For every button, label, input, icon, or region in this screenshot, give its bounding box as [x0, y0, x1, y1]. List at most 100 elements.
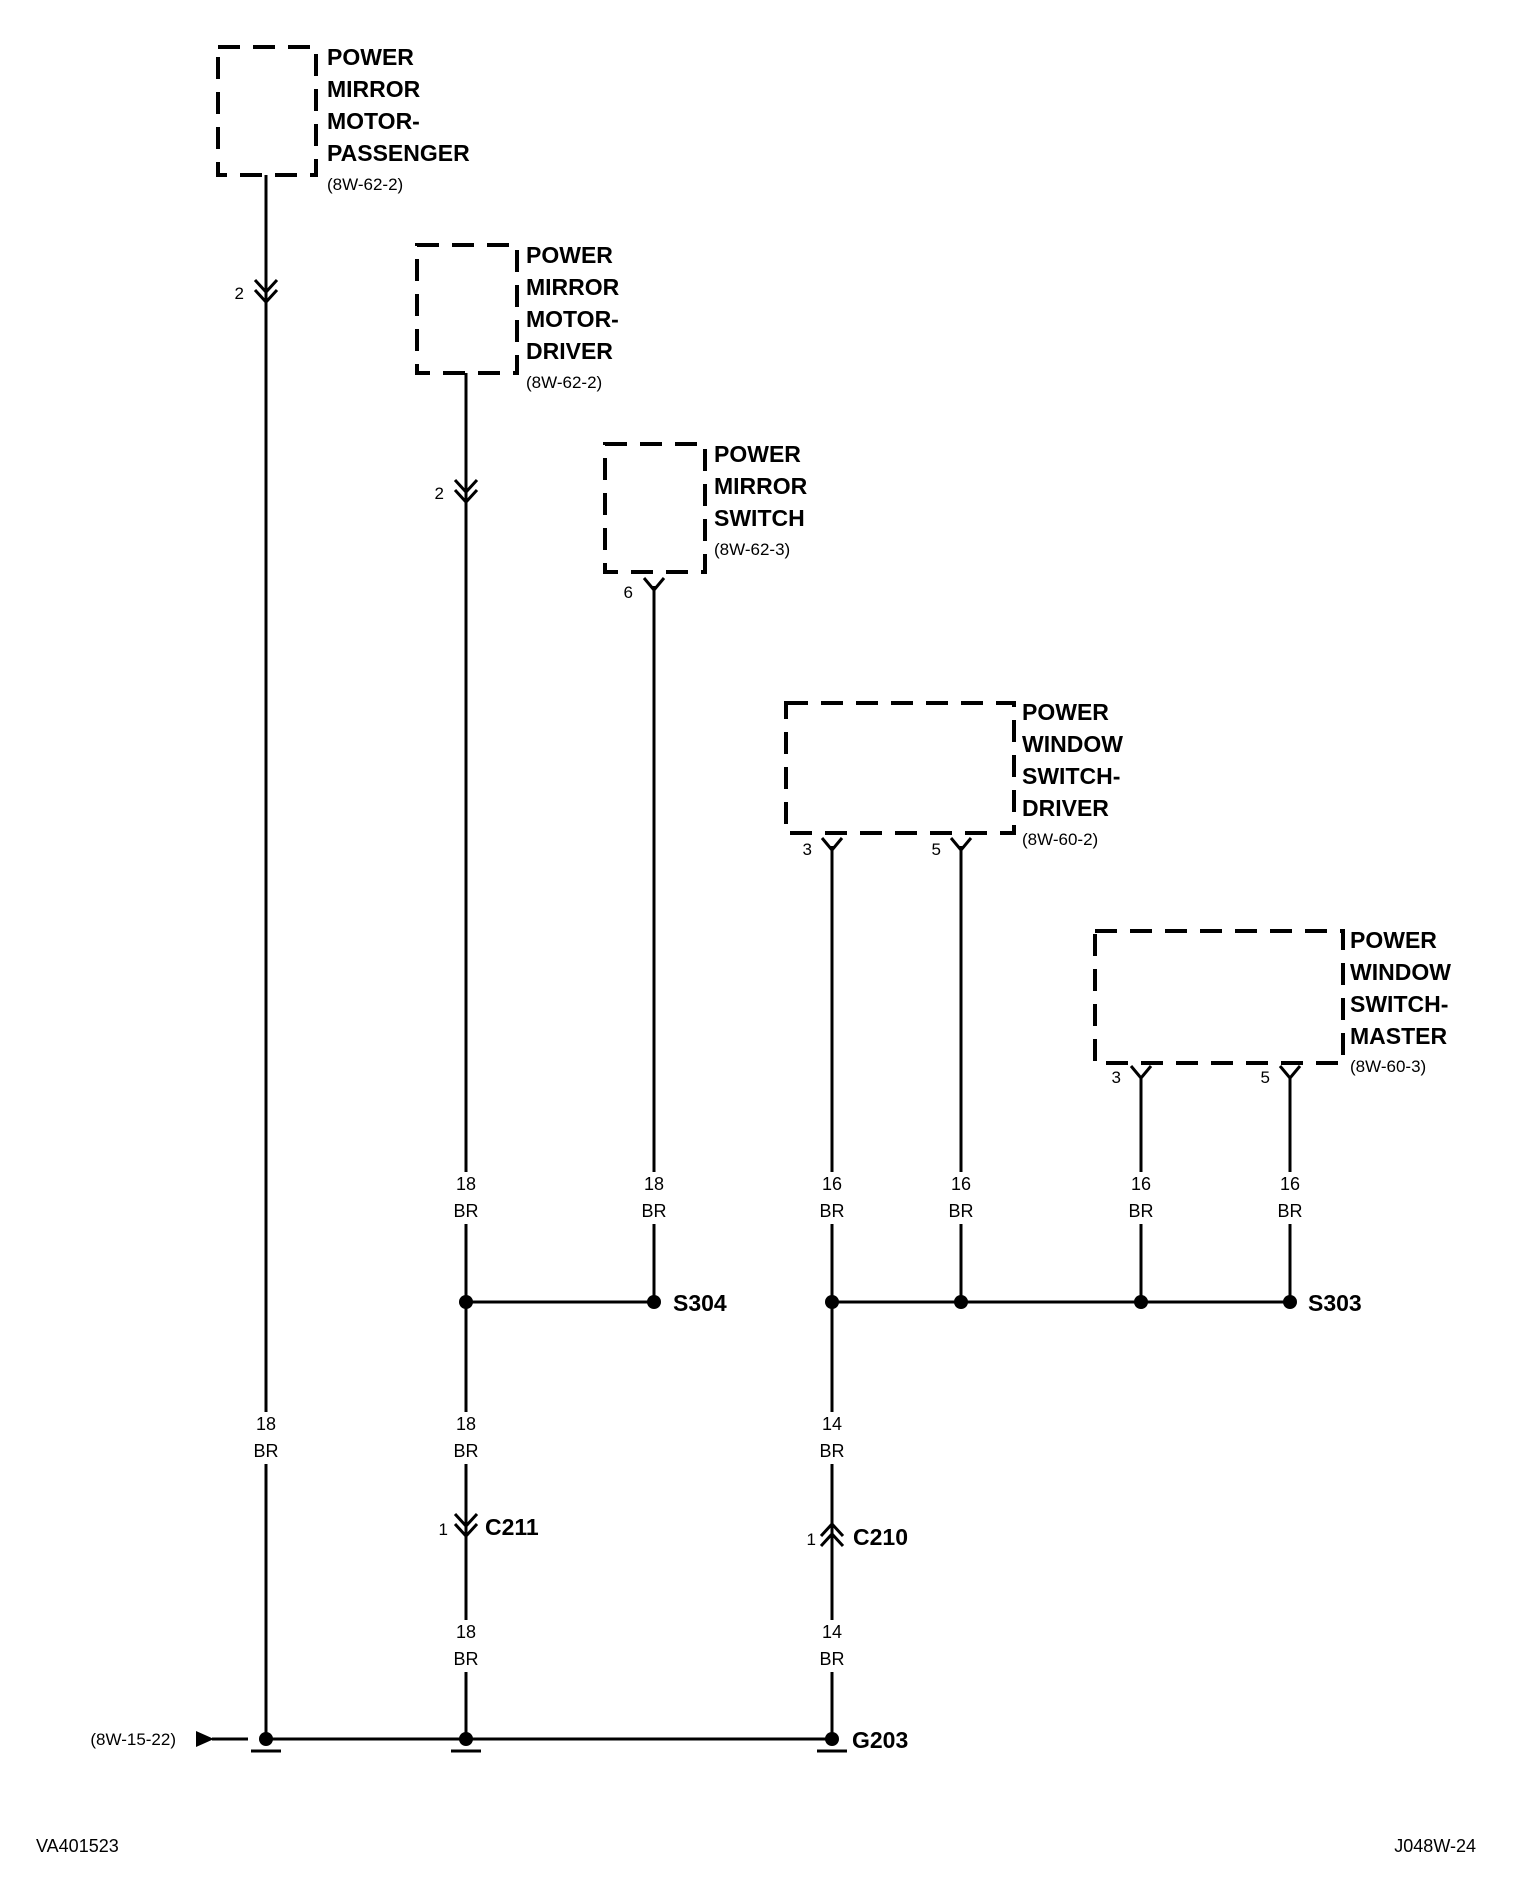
svg-text:BR: BR: [641, 1201, 666, 1221]
component-box-mirror-motor-driver: [415, 243, 519, 375]
title-line: POWER: [1350, 927, 1437, 953]
wire-label: 18 BR: [446, 1412, 486, 1464]
c211-chevron-icon: [453, 1512, 479, 1539]
pin-number: 2: [235, 284, 244, 303]
wire-label: 16 BR: [812, 1172, 852, 1224]
svg-text:BR: BR: [453, 1441, 478, 1461]
title-line: SWITCH-: [1022, 763, 1120, 789]
splice-label-s303: S303: [1308, 1290, 1362, 1316]
wire-label: 18 BR: [446, 1172, 486, 1224]
title-line: POWER: [714, 441, 801, 467]
pin-chevron-icon: [949, 837, 973, 853]
title-line: WINDOW: [1022, 731, 1123, 757]
pin-number: 1: [439, 1520, 448, 1539]
wires: [264, 175, 1292, 1741]
component-box-window-switch-master: [1093, 929, 1345, 1065]
svg-text:16: 16: [1280, 1174, 1300, 1194]
svg-text:16: 16: [1131, 1174, 1151, 1194]
svg-text:18: 18: [644, 1174, 664, 1194]
component-ref: (8W-62-3): [714, 540, 790, 559]
pin-number: 2: [435, 484, 444, 503]
title-line: DRIVER: [526, 338, 613, 364]
splice-dot: [1134, 1295, 1148, 1309]
component-label-window-switch-master: POWER WINDOW SWITCH- MASTER (8W-60-3): [1350, 927, 1451, 1076]
svg-text:BR: BR: [819, 1201, 844, 1221]
component-ref: (8W-62-2): [526, 373, 602, 392]
ground-label: G203: [852, 1727, 908, 1753]
component-box-mirror-motor-passenger: [216, 45, 318, 177]
splice-dot: [825, 1295, 839, 1309]
title-line: SWITCH-: [1350, 991, 1448, 1017]
pin-number: 3: [803, 840, 812, 859]
c210-chevron-icon: [819, 1521, 845, 1548]
double-chevron-icon: [453, 478, 479, 505]
title-line: POWER: [1022, 699, 1109, 725]
double-chevron-icon: [253, 278, 279, 305]
component-ref: (8W-60-2): [1022, 830, 1098, 849]
wire-label: 18 BR: [634, 1172, 674, 1224]
reference-arrow-icon: [196, 1731, 248, 1747]
title-line: MIRROR: [714, 473, 808, 499]
component-ref: (8W-60-3): [1350, 1057, 1426, 1076]
wire-label: 18 BR: [446, 1620, 486, 1672]
ground-eyelet-icon: [817, 1732, 847, 1753]
component-box-window-switch-driver: [784, 701, 1016, 835]
svg-text:BR: BR: [948, 1201, 973, 1221]
svg-text:18: 18: [256, 1414, 276, 1434]
ground-reference: (8W-15-22): [90, 1730, 176, 1749]
figure-id-right: J048W-24: [1394, 1836, 1476, 1856]
title-line: POWER: [327, 44, 414, 70]
svg-text:BR: BR: [1128, 1201, 1153, 1221]
svg-text:BR: BR: [453, 1201, 478, 1221]
svg-text:16: 16: [951, 1174, 971, 1194]
svg-text:16: 16: [822, 1174, 842, 1194]
splice-dot-s304: [647, 1295, 661, 1309]
title-line: WINDOW: [1350, 959, 1451, 985]
svg-text:14: 14: [822, 1622, 842, 1642]
svg-text:BR: BR: [453, 1649, 478, 1669]
splice-dot-s303: [1283, 1295, 1297, 1309]
connector-label-c210: C210: [853, 1524, 908, 1550]
title-line: PASSENGER: [327, 140, 470, 166]
wire-label: 14 BR: [812, 1620, 852, 1672]
component-label-mirror-motor-passenger: POWER MIRROR MOTOR- PASSENGER (8W-62-2): [327, 44, 470, 194]
svg-text:18: 18: [456, 1414, 476, 1434]
component-label-window-switch-driver: POWER WINDOW SWITCH- DRIVER (8W-60-2): [1022, 699, 1123, 849]
pin-chevron-icon: [820, 837, 844, 853]
figure-id-left: VA401523: [36, 1836, 119, 1856]
svg-text:14: 14: [822, 1414, 842, 1434]
title-line: MASTER: [1350, 1023, 1448, 1049]
title-line: MIRROR: [327, 76, 421, 102]
splice-dot: [954, 1295, 968, 1309]
component-label-mirror-motor-driver: POWER MIRROR MOTOR- DRIVER (8W-62-2): [526, 242, 620, 392]
pin-chevron-icon: [1129, 1065, 1153, 1081]
svg-text:BR: BR: [1277, 1201, 1302, 1221]
component-ref: (8W-62-2): [327, 175, 403, 194]
wire-label: 16 BR: [1121, 1172, 1161, 1224]
wire-label: 16 BR: [1270, 1172, 1310, 1224]
svg-text:BR: BR: [819, 1649, 844, 1669]
wire-label: 18 BR: [246, 1412, 286, 1464]
pin-number: 1: [807, 1530, 816, 1549]
pin-number: 6: [624, 583, 633, 602]
title-line: SWITCH: [714, 505, 805, 531]
splice-dot: [459, 1295, 473, 1309]
wire-label: 16 BR: [941, 1172, 981, 1224]
wire-label: 14 BR: [812, 1412, 852, 1464]
splice-label-s304: S304: [673, 1290, 727, 1316]
ground-eyelet-icon: [251, 1732, 281, 1753]
svg-text:18: 18: [456, 1622, 476, 1642]
title-line: DRIVER: [1022, 795, 1109, 821]
svg-text:18: 18: [456, 1174, 476, 1194]
pin-chevron-icon: [1278, 1065, 1302, 1081]
pin-number: 5: [1261, 1068, 1270, 1087]
connector-label-c211: C211: [485, 1514, 539, 1540]
title-line: MOTOR-: [327, 108, 420, 134]
component-box-mirror-switch: [603, 442, 707, 574]
pin-number: 3: [1112, 1068, 1121, 1087]
title-line: MIRROR: [526, 274, 620, 300]
title-line: MOTOR-: [526, 306, 619, 332]
ground-eyelet-icon: [451, 1732, 481, 1753]
svg-text:BR: BR: [253, 1441, 278, 1461]
